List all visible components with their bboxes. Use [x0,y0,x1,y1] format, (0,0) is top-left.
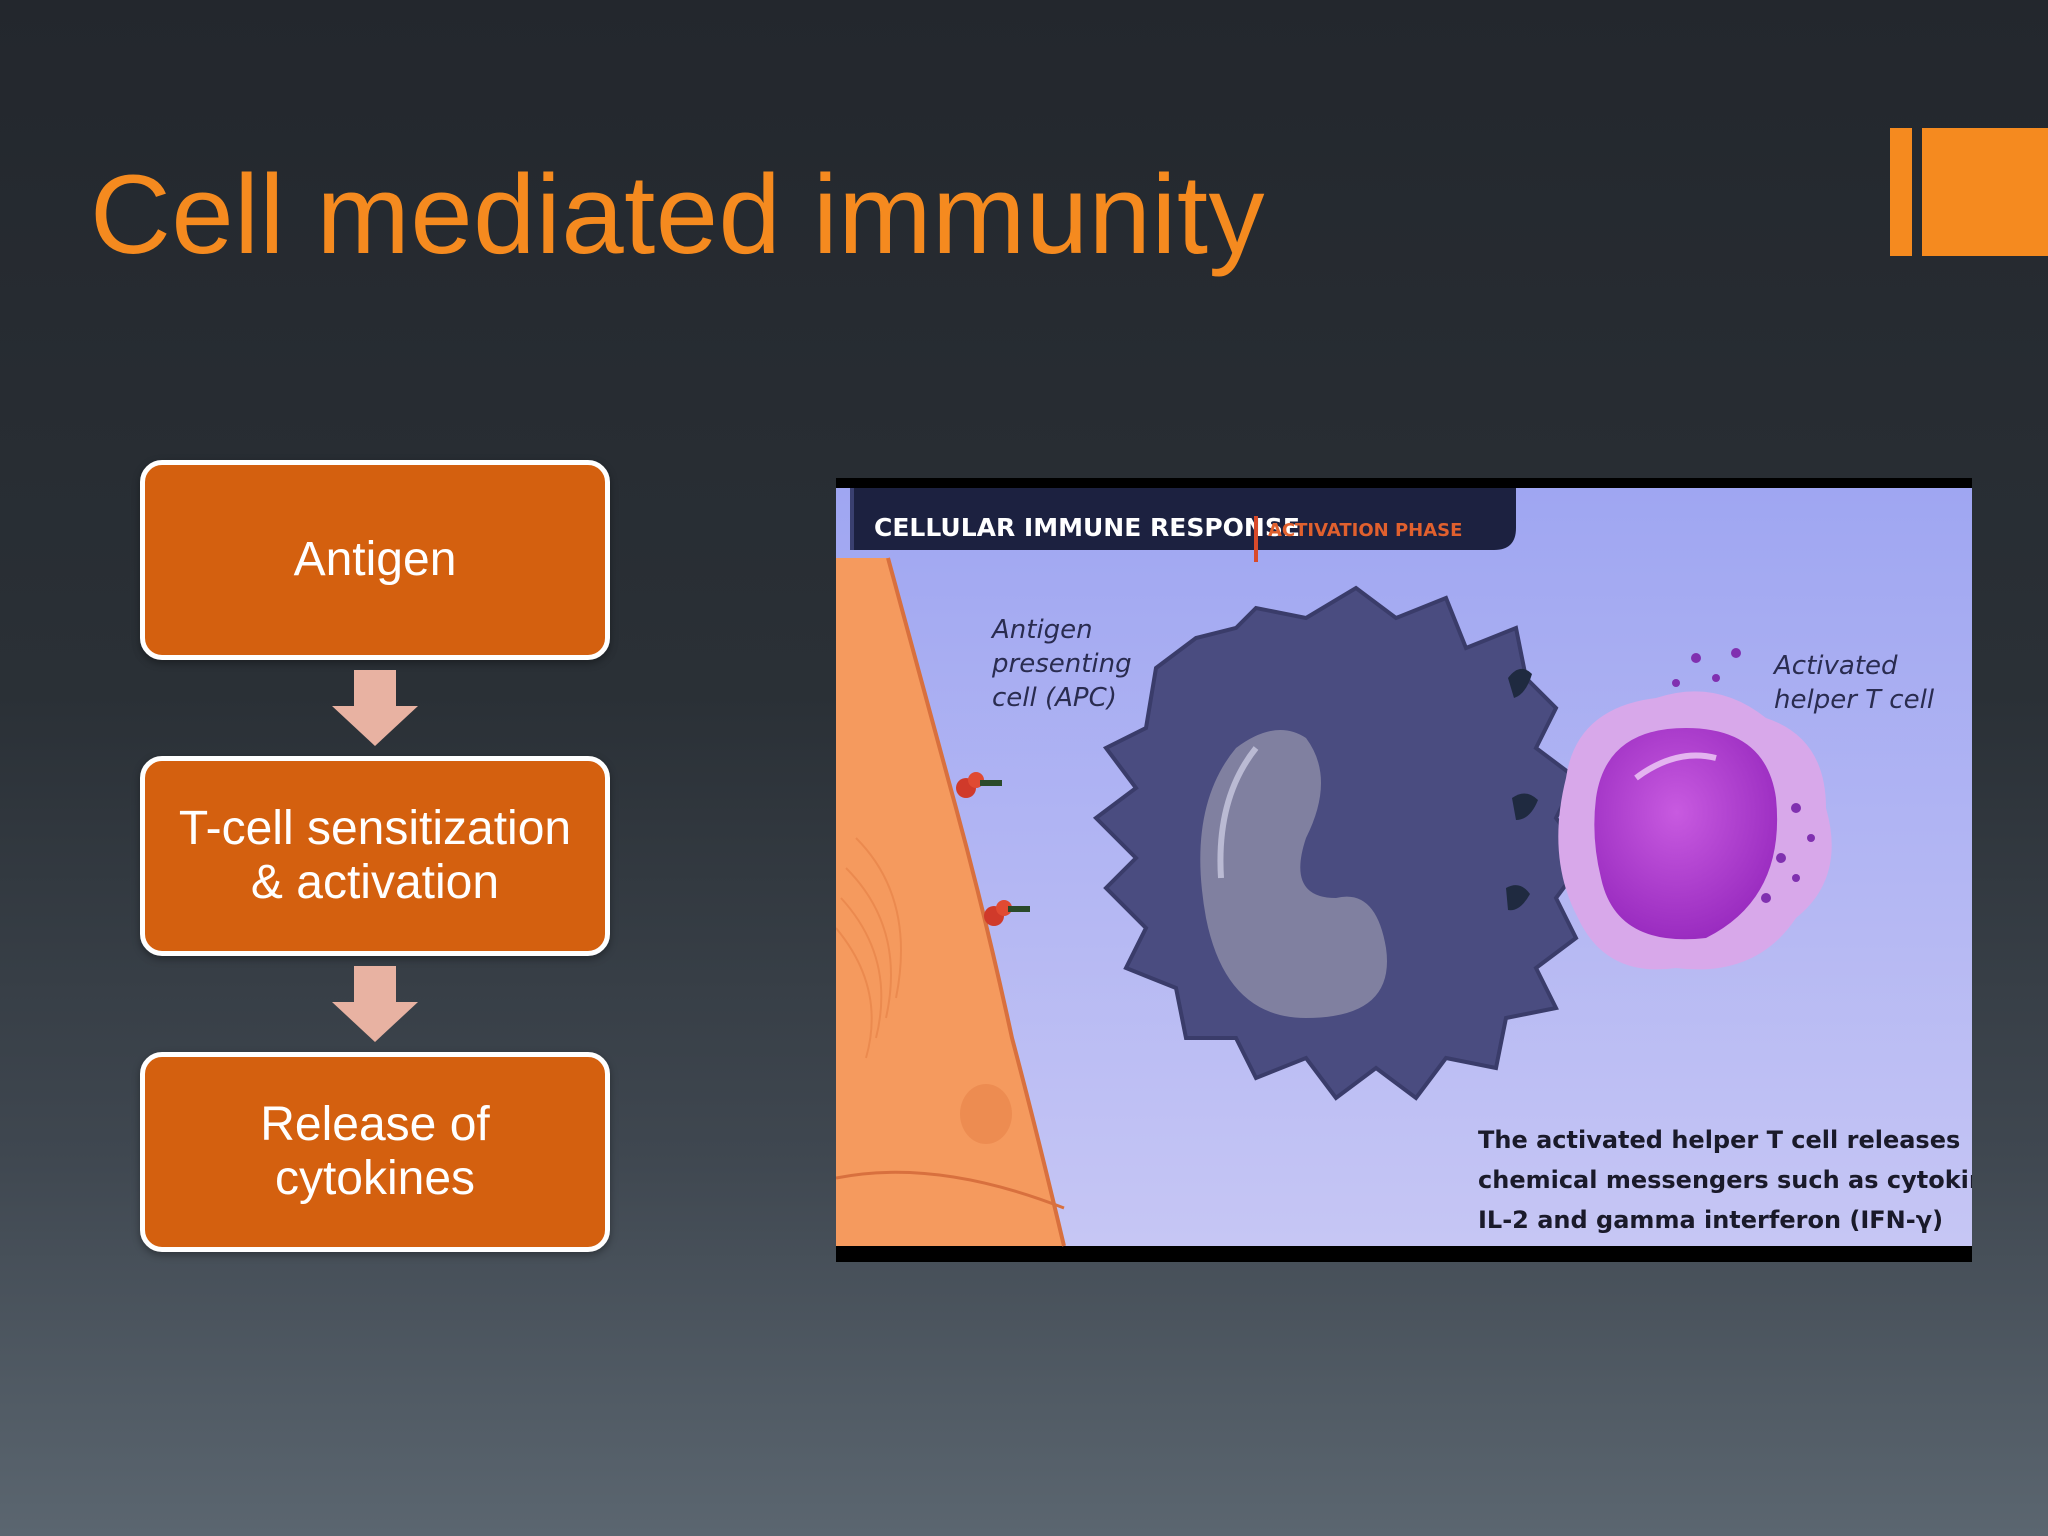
down-arrow-icon [332,966,418,1042]
flow-step-antigen: Antigen [140,460,610,660]
receptor-icon [1508,668,1532,698]
figure-caption-line: The activated helper T cell releases [1478,1126,1960,1154]
antigen-marker [956,772,1002,798]
receptor-icon [1512,793,1538,820]
figure-header-title: CELLULAR IMMUNE RESPONSE [874,513,1300,542]
flow-step-label: T-cell sensitization & activation [178,802,572,909]
flow-step-label: Release of cytokines [260,1098,490,1205]
down-arrow-icon [332,670,418,746]
flow-step-tcell-activation: T-cell sensitization & activation [140,756,610,956]
apc-cell [1092,585,1589,1101]
apc-label-line: presenting [991,649,1132,679]
accent-bar [1890,128,1912,256]
apc-label-line: cell (APC) [992,683,1117,713]
apc-label-line: Antigen [990,615,1093,645]
slide-title: Cell mediated immunity [90,152,1265,277]
tcell-label-line: Activated [1772,651,1898,681]
figure-caption-line: IL-2 and gamma interferon (IFN-γ) [1478,1206,1943,1234]
tissue-cell [836,558,1064,1246]
figure-header [850,488,1516,550]
flow-step-label: Antigen [293,533,457,586]
antigen-marker [984,900,1030,926]
helper-t-cell-nucleus [1594,728,1778,940]
immune-response-illustration: CELLULAR IMMUNE RESPONSE ACTIVATION PHAS… [836,478,1972,1262]
accent-block [1922,128,2048,256]
tcell-label-line: helper T cell [1774,685,1935,715]
figure-caption-line: chemical messengers such as cytokine [1478,1166,1972,1194]
cytokine-particles [1672,648,1815,903]
figure-header-phase: ACTIVATION PHASE [1268,520,1462,541]
apc-nucleus [1200,730,1387,1018]
flow-step-cytokine-release: Release of cytokines [140,1052,610,1252]
receptor-icon [1506,885,1530,911]
